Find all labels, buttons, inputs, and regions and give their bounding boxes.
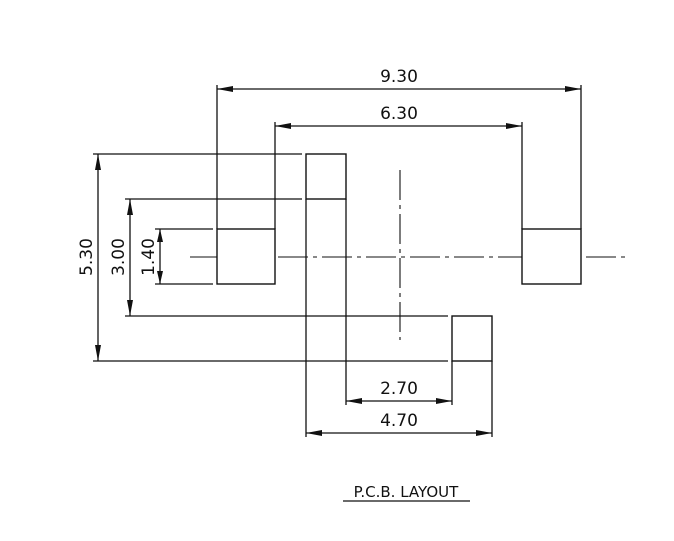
dim-label-row-pitch: 3.00 (109, 238, 129, 276)
dim-label-overall-width: 9.30 (380, 67, 418, 87)
dimension-overall-height: 5.30 (77, 154, 101, 361)
dimension-overall-width: 9.30 (217, 67, 581, 92)
pad-right (521, 228, 582, 285)
dimension-gap-width: 2.70 (346, 379, 452, 404)
dimension-pad-height: 1.40 (139, 229, 163, 284)
pad-top (305, 153, 347, 200)
dim-label-pad-inner-width: 6.30 (380, 104, 418, 124)
dim-label-gap-width: 2.70 (380, 379, 418, 399)
dim-label-pad-height: 1.40 (139, 238, 159, 276)
extension-lines (93, 85, 582, 437)
dimension-pad-inner-width: 6.30 (275, 104, 522, 129)
dimension-outer-width: 4.70 (306, 411, 492, 436)
dim-label-overall-height: 5.30 (77, 238, 97, 276)
dimension-row-pitch: 3.00 (109, 199, 133, 316)
pad-left (216, 228, 276, 285)
dim-label-outer-width: 4.70 (380, 411, 418, 431)
drawing-title: P.C.B. LAYOUT (354, 483, 459, 501)
pad-bottom (451, 315, 493, 362)
